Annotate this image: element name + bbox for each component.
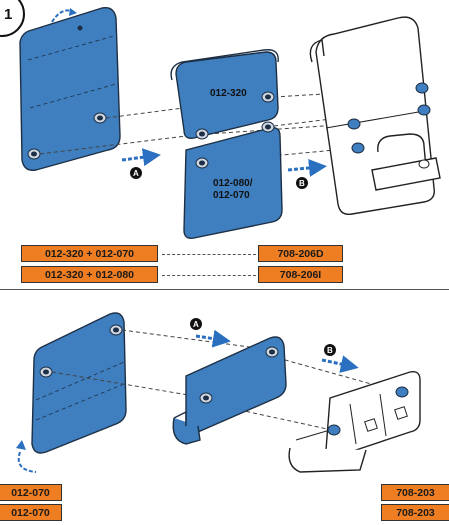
- left-plate-fold-line: [27, 35, 115, 61]
- section-divider: [0, 289, 449, 290]
- plate-012-080-bolt: [195, 157, 209, 169]
- left-plate-hole: [77, 25, 83, 31]
- step-b-label: B: [299, 179, 305, 188]
- step-b-arrow-icon: [287, 158, 327, 177]
- combination-code-1: 708-206D: [258, 245, 343, 262]
- bottom-right-code-2: 708-203: [381, 504, 449, 521]
- bottom-step-b-marker: [324, 344, 336, 356]
- bracket-bolt: [351, 142, 365, 154]
- rotate-arrowhead-icon: [69, 8, 77, 16]
- left-plate-fold-line: [29, 83, 117, 109]
- bottom-step-a-label: A: [193, 320, 199, 329]
- combination-code-2: 708-206I: [258, 266, 343, 283]
- bottom-rotate-arrow-icon: [17, 451, 37, 473]
- combination-leader-1: [162, 254, 256, 255]
- bottom-bracket-bolt: [395, 386, 409, 398]
- bottom-step-a-arrow-icon: [195, 329, 231, 348]
- plate-012-320-bolt: [195, 128, 209, 140]
- left-plate: [19, 7, 121, 171]
- plate-low-label-line1: 012-080/: [213, 178, 253, 189]
- plate-012-320-rolled-edge: [170, 49, 279, 81]
- step-number: 1: [4, 6, 12, 23]
- combination-leader-2: [162, 275, 256, 276]
- bottom-plate-fold-line: [35, 361, 125, 401]
- bottom-plate-fold-line: [35, 383, 125, 421]
- left-plate-bolt: [27, 148, 41, 160]
- bottom-right-code-1: 708-203: [381, 484, 449, 501]
- plate-low-label-line2: 012-070: [213, 190, 250, 201]
- bottom-left-plate: [31, 312, 127, 454]
- bottom-channel-bolt: [265, 346, 279, 358]
- bottom-left-plate-bolt: [109, 324, 123, 336]
- plate-012-080-070: [183, 126, 283, 240]
- plate-mid-label: 012-320: [210, 88, 247, 99]
- step-b-marker: [296, 177, 308, 189]
- bracket-bolt: [417, 104, 431, 116]
- plate-012-320: [175, 51, 279, 140]
- bracket-bolt: [415, 82, 429, 94]
- plate-012-080-bolt: [261, 121, 275, 133]
- bottom-alignment-line: [51, 371, 207, 399]
- step-number-circle: [0, 0, 25, 37]
- alignment-line: [273, 87, 423, 98]
- left-plate-bolt: [93, 112, 107, 124]
- bottom-left-code-1: 012-070: [0, 484, 62, 501]
- bottom-step-b-label: B: [327, 346, 333, 355]
- bottom-left-plate-bolt: [39, 366, 53, 378]
- step-a-label: A: [133, 169, 139, 178]
- bottom-alignment-line: [121, 329, 273, 351]
- bottom-bracket-bolt: [327, 424, 341, 436]
- bottom-step-a-marker: [190, 318, 202, 330]
- bottom-channel-flange: [172, 417, 201, 445]
- combination-parts-2: 012-320 + 012-080: [21, 266, 158, 283]
- bottom-left-code-2: 012-070: [0, 504, 62, 521]
- bottom-channel-bolt: [199, 392, 213, 404]
- bottom-rotate-arrowhead-icon: [16, 440, 26, 450]
- top-bracket: [309, 16, 441, 215]
- bottom-step-b-arrow-icon: [321, 355, 359, 373]
- alignment-line: [39, 133, 203, 155]
- step-a-marker: [130, 167, 142, 179]
- combination-parts-1: 012-320 + 012-070: [21, 245, 158, 262]
- step-a-arrow-icon: [121, 148, 161, 167]
- bracket-bolt: [347, 118, 361, 130]
- plate-012-320-bolt: [261, 91, 275, 103]
